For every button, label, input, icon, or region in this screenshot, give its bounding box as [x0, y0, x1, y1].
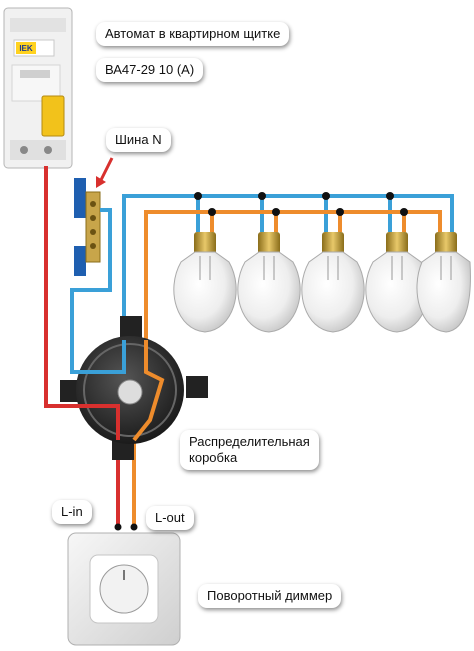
light-bulb-icon — [173, 232, 237, 333]
phase-in-wire-over-box — [46, 404, 120, 440]
neutral-bus-icon — [74, 178, 101, 276]
dimmer-knob — [99, 564, 149, 614]
l-out-label: L-out — [146, 506, 194, 530]
dimmer-label: Поворотный диммер — [198, 584, 342, 608]
light-bulb-icon — [301, 232, 365, 333]
brand-logo: IEK — [19, 44, 33, 53]
junction-box-label-line1: Распределительная — [189, 434, 310, 449]
l-out-terminal — [130, 523, 138, 531]
neutral-wire-over-box — [72, 340, 126, 374]
switched-phase-wire-over-box — [132, 340, 165, 442]
circuit-breaker-icon: IEK — [3, 7, 73, 169]
rotary-dimmer-icon — [67, 532, 181, 646]
pointer-arrow-icon — [96, 157, 114, 188]
neutral-bus-label: Шина N — [106, 128, 171, 152]
breaker-model-label: ВА47-29 10 (А) — [96, 58, 204, 82]
light-bulb-icon — [416, 232, 471, 333]
box-center-screw — [117, 379, 143, 405]
l-in-label: L-in — [52, 500, 92, 524]
breaker-toggle — [41, 95, 65, 137]
junction-box-icon — [60, 316, 208, 460]
junction-box-label: Распределительная коробка — [180, 430, 319, 470]
junction-box-label-line2: коробка — [189, 450, 238, 465]
brand-logo-box — [16, 42, 36, 54]
l-in-terminal — [114, 523, 122, 531]
junction-dots — [194, 192, 408, 216]
light-bulb-icon — [237, 232, 301, 333]
breaker-title-label: Автомат в квартирном щитке — [96, 22, 290, 46]
